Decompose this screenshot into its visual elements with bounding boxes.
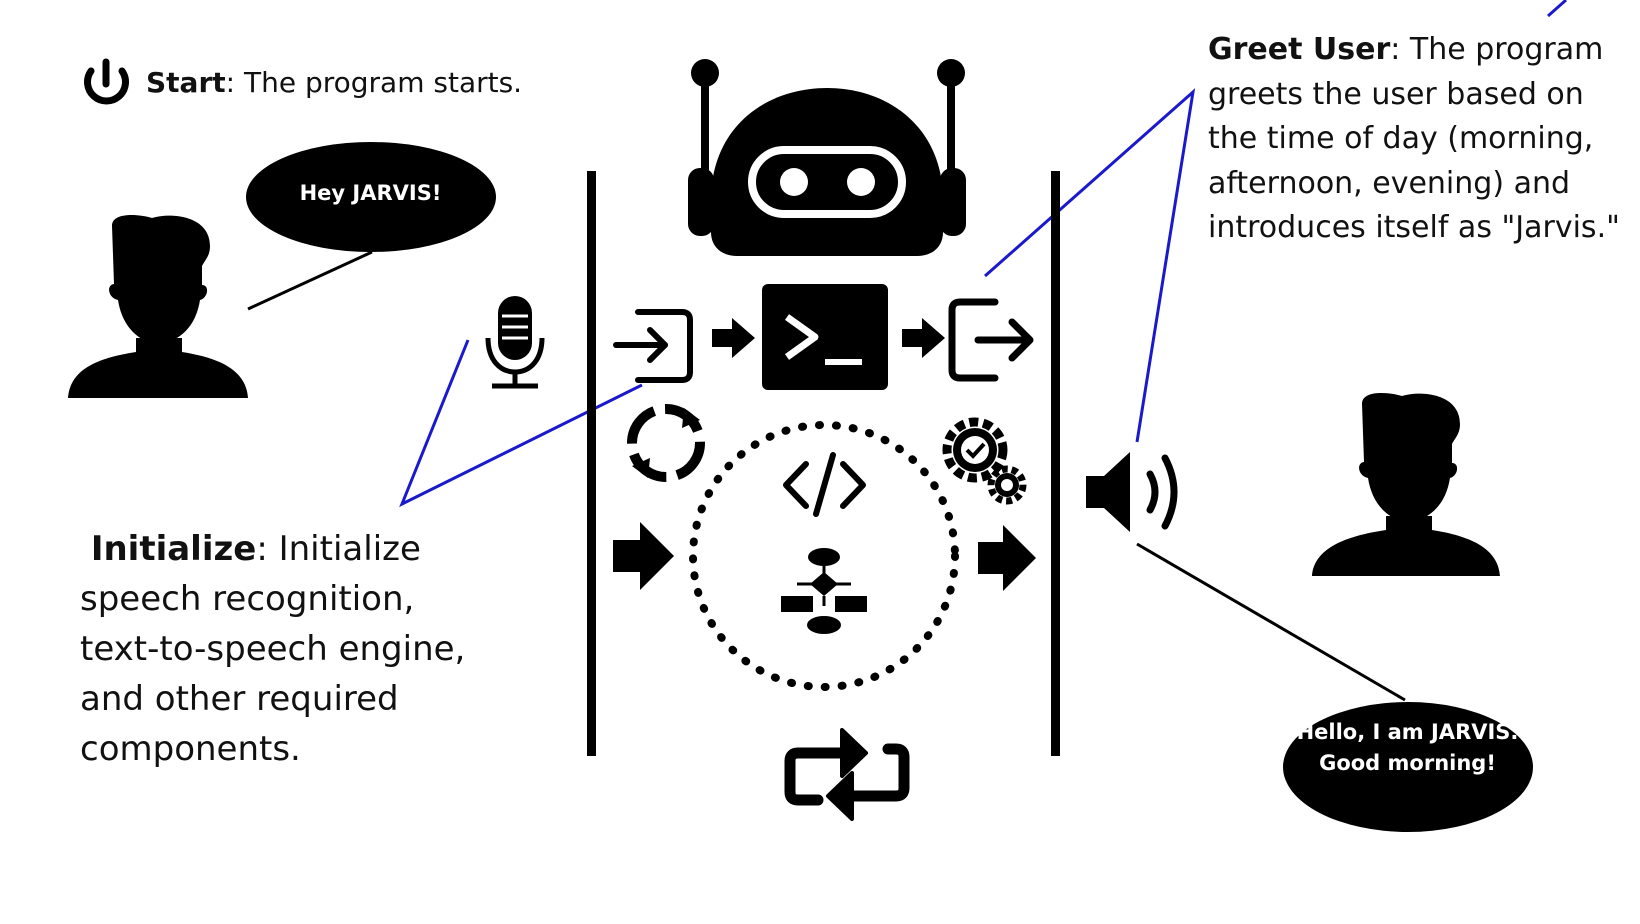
greet-step-separator: : bbox=[1390, 32, 1410, 67]
initialize-step-description: Initialize speech recognition, text-to-s… bbox=[80, 529, 466, 769]
arrow-right-icon bbox=[902, 318, 945, 358]
login-icon bbox=[613, 309, 693, 383]
user-speech-text: Hey JARVIS! bbox=[299, 181, 442, 205]
arrow-right-icon bbox=[613, 522, 674, 590]
speaker-icon bbox=[1086, 452, 1178, 532]
jarvis-speech-text: Hello, I am JARVIS. Good morning! bbox=[1296, 720, 1519, 775]
connector-line-corner bbox=[1547, 0, 1567, 18]
robot-icon bbox=[688, 59, 966, 256]
initialize-step-separator: : bbox=[256, 529, 279, 569]
code-icon bbox=[783, 452, 866, 517]
greet-step-text: Greet User: The program greets the user … bbox=[1208, 28, 1628, 251]
greet-step-description: The program greets the user based on the… bbox=[1208, 32, 1620, 245]
process-dotted-circle bbox=[689, 421, 959, 691]
start-step-separator: : bbox=[225, 66, 244, 99]
initialize-step-text: Initialize: Initialize speech recognitio… bbox=[80, 524, 500, 774]
connector-line-jarvis-bubble bbox=[1136, 542, 1406, 702]
power-icon bbox=[84, 58, 129, 105]
microphone-icon bbox=[485, 296, 545, 389]
speech-bubble-jarvis bbox=[1283, 702, 1533, 832]
connector-line-greet bbox=[984, 88, 1196, 443]
left-boundary-bar bbox=[587, 171, 596, 756]
flowchart-icon bbox=[781, 548, 867, 634]
logout-icon bbox=[948, 298, 1034, 382]
start-step-description: The program starts. bbox=[243, 66, 523, 99]
right-boundary-bar bbox=[1051, 171, 1060, 756]
connector-line-user-bubble bbox=[247, 250, 373, 311]
arrow-right-icon bbox=[978, 525, 1036, 591]
start-step-label: Start bbox=[146, 66, 226, 99]
terminal-icon bbox=[762, 284, 888, 390]
arrow-right-icon bbox=[712, 318, 755, 358]
greet-step-label: Greet User bbox=[1208, 32, 1391, 67]
start-step-text: Start: The program starts. bbox=[146, 66, 522, 99]
connector-line-initialize bbox=[399, 339, 643, 508]
sync-icon bbox=[627, 404, 705, 482]
user-icon bbox=[68, 215, 248, 398]
gears-icon bbox=[942, 417, 1027, 505]
user-icon bbox=[1312, 393, 1500, 576]
repeat-icon bbox=[784, 728, 910, 821]
initialize-step-label: Initialize bbox=[90, 529, 257, 569]
speech-bubble-user bbox=[246, 142, 496, 252]
